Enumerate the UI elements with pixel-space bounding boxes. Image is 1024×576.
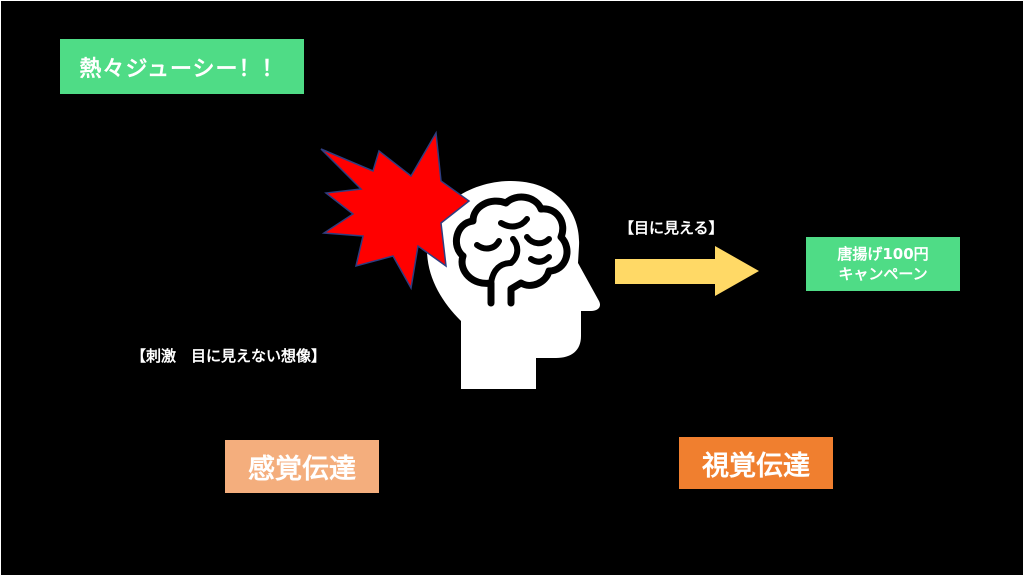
campaign-line-2: キャンペーン <box>838 265 928 283</box>
campaign-box: 唐揚げ100円 キャンペーン <box>806 237 960 291</box>
title-badge: 熱々ジューシー！！ <box>60 39 304 94</box>
label-visible: 【目に見える】 <box>619 219 724 237</box>
label-stimulus: 【刺激 目に見えない想像】 <box>131 347 327 365</box>
sensory-transmission-box: 感覚伝達 <box>225 440 379 493</box>
campaign-line-1: 唐揚げ100円 <box>837 245 929 263</box>
right-arrow-icon <box>615 246 759 296</box>
explosion-burst-icon <box>320 130 471 291</box>
visual-transmission-box: 視覚伝達 <box>679 437 833 489</box>
head-brain-icon <box>426 181 601 389</box>
